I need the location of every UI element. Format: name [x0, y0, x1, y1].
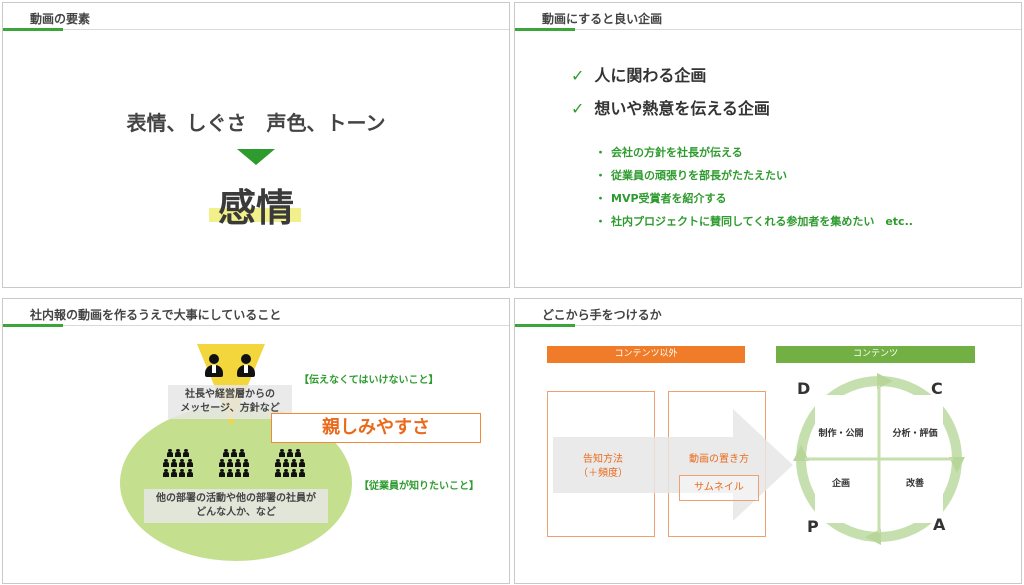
- check-icon: ✓: [571, 99, 585, 118]
- bullet-icon: ・: [595, 169, 606, 182]
- non-content-header: コンテンツ以外: [547, 346, 745, 363]
- slide-where-to-start[interactable]: どこから手をつけるか コンテンツ以外 コンテンツ 告知方法 （＋頻度） 動画の置…: [514, 298, 1022, 584]
- list-item: ・従業員の頑張りを部長がたたえたい: [595, 169, 787, 182]
- list-item: ・社内プロジェクトに賛同してくれる参加者を集めたい etc..: [595, 215, 913, 228]
- down-arrow-icon: [237, 149, 275, 165]
- check-icon: ✓: [571, 66, 585, 85]
- right-arrow-icon: [553, 409, 793, 521]
- list-item: ・MVP受賞者を紹介する: [595, 192, 727, 205]
- title-divider: [3, 325, 509, 326]
- employee-group-icon: [275, 449, 305, 479]
- pdca-letter-c: C: [931, 379, 943, 398]
- emotion-heading: 感情: [217, 186, 294, 230]
- elements-line: 表情、しぐさ 声色、トーン: [126, 111, 386, 135]
- slide-internal-video-values[interactable]: 社内報の動画を作るうえで大事にしていること 社長や経営層からの メッセージ、方針…: [2, 298, 510, 584]
- title-accent-bar: [515, 28, 575, 31]
- placement-text: 動画の置き方: [689, 454, 749, 465]
- thumbnail-box: サムネイル: [679, 475, 759, 501]
- title-accent-bar: [3, 28, 63, 31]
- bullet-icon: ・: [595, 192, 606, 205]
- other-departments-box: 他の部署の活動や他の部署の社員が どんな人か、など: [144, 489, 328, 523]
- bullet-icon: ・: [595, 215, 606, 228]
- check-item-2: ✓想いや熱意を伝える企画: [571, 99, 770, 118]
- must-convey-label: 【伝えなくてはいけないこと】: [299, 375, 439, 386]
- want-to-know-label: 【従業員が知りたいこと】: [359, 481, 479, 492]
- message-box: 社長や経営層からの メッセージ、方針など: [168, 385, 292, 419]
- list-item: ・会社の方針を社長が伝える: [595, 146, 743, 159]
- example-list: ・会社の方針を社長が伝える ・従業員の頑張りを部長がたたえたい ・MVP受賞者を…: [595, 144, 913, 236]
- content-header: コンテンツ: [776, 346, 975, 363]
- check-label: 分析・評価: [892, 429, 938, 439]
- slide-title: どこから手をつけるか: [542, 308, 662, 322]
- pdca-letter-a: A: [933, 515, 946, 534]
- title-divider: [3, 29, 509, 30]
- title-accent-bar: [515, 324, 575, 327]
- title-divider: [515, 29, 1021, 30]
- do-label: 制作・公開: [818, 429, 864, 439]
- notice-method-text: 告知方法 （＋頻度）: [578, 454, 628, 479]
- employee-group-icon: [219, 449, 249, 479]
- act-label: 改善: [905, 479, 924, 489]
- friendliness-box: 親しみやすさ: [271, 413, 481, 443]
- pdca-cycle-diagram: [793, 373, 965, 545]
- employee-group-icon: [163, 449, 193, 479]
- executive-icon: [236, 354, 256, 378]
- executive-icon: [204, 354, 224, 378]
- pdca-letter-p: P: [807, 517, 819, 536]
- pdca-letter-d: D: [797, 379, 811, 398]
- slide-title: 動画にすると良い企画: [542, 12, 663, 26]
- plan-label: 企画: [831, 479, 850, 489]
- emotion-highlight: [209, 208, 301, 222]
- title-accent-bar: [3, 324, 63, 327]
- slide-video-elements[interactable]: 動画の要素 表情、しぐさ 声色、トーン 感情: [2, 2, 510, 288]
- slide-title: 社内報の動画を作るうえで大事にしていること: [30, 308, 282, 322]
- slide-good-video-plans[interactable]: 動画にすると良い企画 ✓人に関わる企画 ✓想いや熱意を伝える企画 ・会社の方針を…: [514, 2, 1022, 288]
- slide-title: 動画の要素: [30, 12, 91, 26]
- title-divider: [515, 325, 1021, 326]
- check-item-1: ✓人に関わる企画: [571, 66, 707, 85]
- bullet-icon: ・: [595, 146, 606, 159]
